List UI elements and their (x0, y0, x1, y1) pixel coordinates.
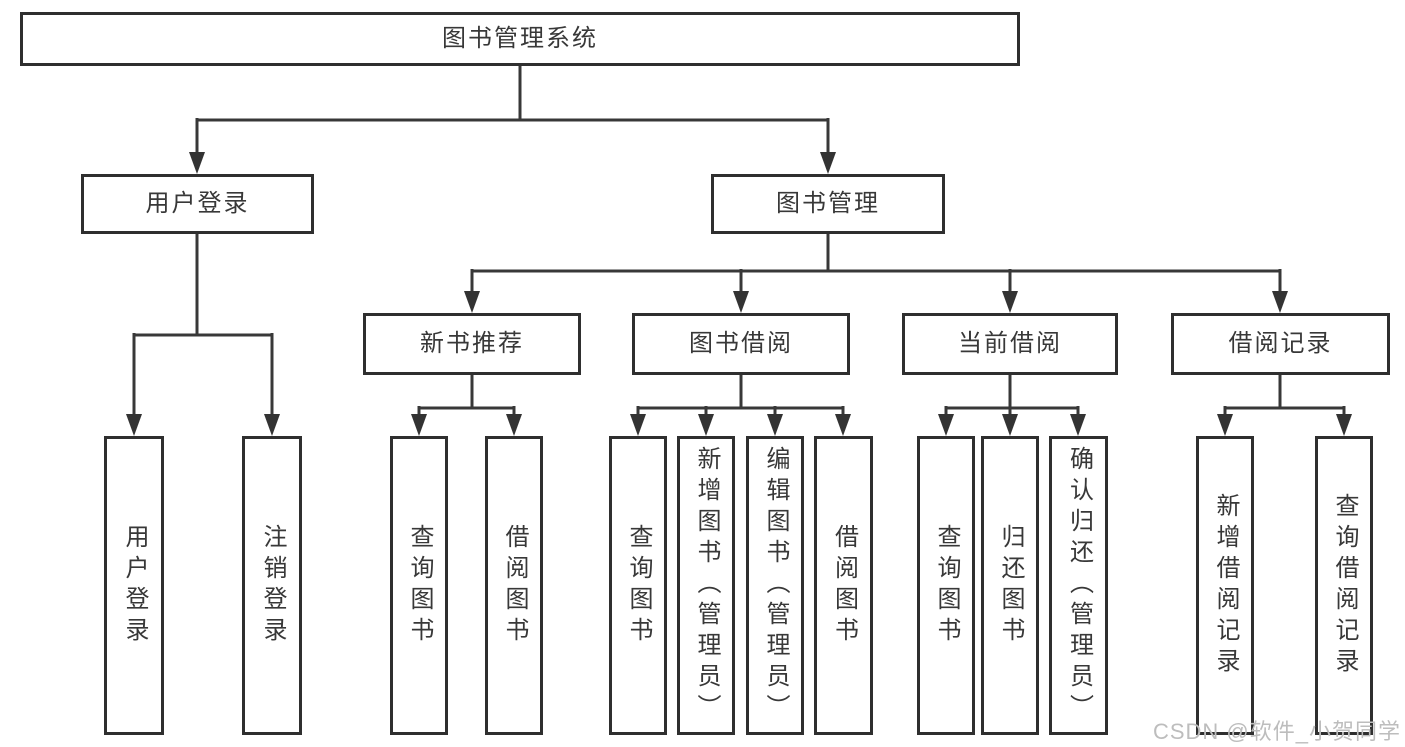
node-nb-borrow-books: 借阅图书 (485, 436, 543, 735)
node-bb-add-books-admin: 新增图书（管理员） (677, 436, 735, 735)
node-bb-borrow-books: 借阅图书 (814, 436, 873, 735)
node-book-management: 图书管理 (711, 174, 945, 234)
node-book-borrowing: 图书借阅 (632, 313, 850, 375)
node-user-login: 用户登录 (81, 174, 314, 234)
node-borrowing-records: 借阅记录 (1171, 313, 1390, 375)
node-current-borrowing: 当前借阅 (902, 313, 1118, 375)
node-logout: 注销登录 (242, 436, 302, 735)
node-new-book-recommend: 新书推荐 (363, 313, 581, 375)
node-br-add-record: 新增借阅记录 (1196, 436, 1254, 735)
node-nb-query-books: 查询图书 (390, 436, 448, 735)
csdn-watermark: CSDN @软件_小贺同学 (1152, 719, 1401, 744)
node-bb-query-books: 查询图书 (609, 436, 667, 735)
node-bb-edit-books-admin: 编辑图书（管理员） (746, 436, 804, 735)
node-br-query-record: 查询借阅记录 (1315, 436, 1373, 735)
node-cb-confirm-return-admin: 确认归还（管理员） (1049, 436, 1108, 735)
node-user-login-leaf: 用户登录 (104, 436, 164, 735)
node-cb-query-books: 查询图书 (917, 436, 975, 735)
node-library-system: 图书管理系统 (20, 12, 1020, 66)
node-cb-return-books: 归还图书 (981, 436, 1039, 735)
